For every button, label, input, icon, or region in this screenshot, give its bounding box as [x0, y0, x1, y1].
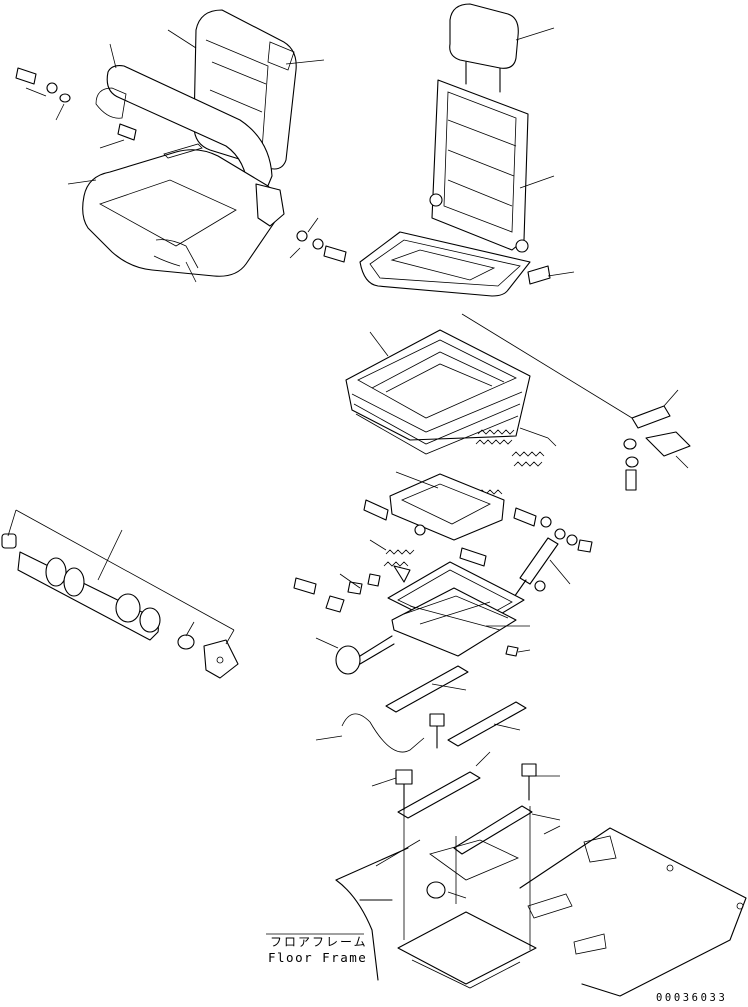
bellows-cover — [345, 329, 531, 455]
floor-frame — [335, 806, 747, 997]
figure-number: 00036033 — [656, 992, 727, 1004]
shaft-assembly — [1, 509, 239, 679]
slide-rails — [315, 665, 561, 855]
side-bracket — [623, 389, 691, 491]
floor-frame-label-en: Floor Frame — [268, 950, 367, 965]
springs — [383, 427, 557, 567]
scissor-mechanism — [293, 539, 531, 657]
seat-cushion-assembly — [15, 9, 347, 283]
labels: フロアフレーム Floor Frame 00036033 — [266, 933, 727, 1004]
seat-frame-assembly — [359, 3, 633, 419]
adjuster-knob — [315, 635, 395, 675]
suspension-upper-frame — [363, 471, 552, 567]
shock-absorber — [511, 528, 593, 601]
floor-frame-label-jp: フロアフレーム — [270, 935, 368, 949]
